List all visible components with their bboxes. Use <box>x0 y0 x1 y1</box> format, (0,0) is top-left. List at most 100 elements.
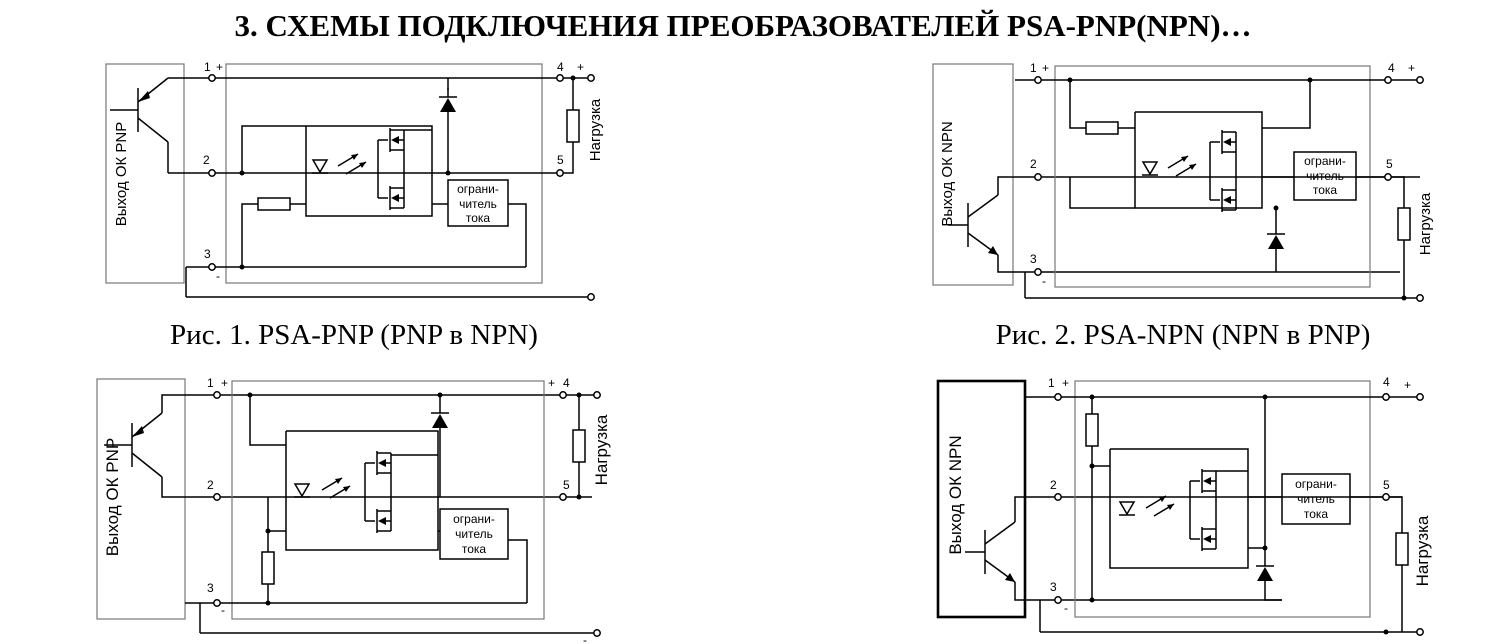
terminal-4 <box>1384 76 1392 84</box>
caption-fig-2: Рис. 2. PSA-NPN (NPN в PNP) <box>996 319 1371 351</box>
svg-text:+: + <box>1408 61 1415 75</box>
svg-text:1: 1 <box>207 376 214 390</box>
load-resistor-icon <box>1397 207 1411 241</box>
svg-text:тока: тока <box>1313 183 1338 197</box>
svg-text:Выход ОК NPN: Выход ОК NPN <box>946 435 965 554</box>
resistor-icon <box>1085 121 1119 135</box>
output-label: Выход ОК PNP <box>113 122 130 226</box>
svg-text:3: 3 <box>207 581 214 595</box>
svg-text:ограни-: ограни- <box>457 182 499 196</box>
load-resistor-icon <box>572 429 586 463</box>
diode-icon <box>1266 224 1286 258</box>
svg-text:4: 4 <box>557 60 564 74</box>
light-arrows-icon <box>1145 495 1175 517</box>
led-icon <box>293 483 311 498</box>
terminal-2 <box>213 493 221 501</box>
terminal-2 <box>208 169 216 177</box>
svg-text:+: + <box>221 376 228 390</box>
svg-text:+: + <box>1062 376 1069 390</box>
mosfet-icon <box>1189 468 1217 552</box>
terminal-out <box>587 293 595 301</box>
svg-text:-: - <box>1042 274 1046 288</box>
light-arrows-icon <box>337 153 367 175</box>
terminal-1 <box>213 391 221 399</box>
svg-text:2: 2 <box>203 153 210 167</box>
terminal-1 <box>208 74 216 82</box>
svg-text:2: 2 <box>1030 157 1037 171</box>
converter-box <box>1074 380 1371 618</box>
terminal-out <box>593 391 601 399</box>
mosfet-icon <box>377 127 405 211</box>
resistor-icon <box>1085 413 1099 447</box>
svg-text:-: - <box>216 269 220 283</box>
terminal-4 <box>556 74 564 82</box>
mosfet-icon <box>1209 129 1237 213</box>
terminal-3 <box>1054 596 1062 604</box>
current-limiter-box <box>1281 473 1351 525</box>
terminal-out <box>1416 393 1424 401</box>
svg-text:+: + <box>577 60 584 74</box>
figure-2: Выход ОК NPN ограни- читель тока Нагрузк… <box>932 61 1434 351</box>
terminal-5 <box>556 169 564 177</box>
svg-text:ограни-: ограни- <box>1304 154 1346 168</box>
svg-text:5: 5 <box>1383 478 1390 492</box>
current-limiter-box <box>447 179 509 227</box>
terminal-4 <box>559 391 567 399</box>
svg-text:+: + <box>548 376 555 390</box>
svg-text:+: + <box>1042 61 1049 75</box>
light-arrows-icon <box>1167 155 1197 177</box>
svg-text:4: 4 <box>1388 61 1395 75</box>
svg-text:3: 3 <box>1050 580 1057 594</box>
svg-text:Нагрузка: Нагрузка <box>1413 515 1432 586</box>
svg-text:ограни-: ограни- <box>453 512 495 526</box>
resistor-icon <box>257 197 291 211</box>
terminal-out <box>1416 628 1424 636</box>
svg-text:+: + <box>1404 378 1411 392</box>
caption-fig-1: Рис. 1. PSA-PNP (PNP в NPN) <box>170 319 538 351</box>
svg-text:тока: тока <box>462 542 487 556</box>
led-icon <box>1141 161 1159 176</box>
terminal-5 <box>559 493 567 501</box>
terminal-5 <box>1384 173 1392 181</box>
svg-text:читель: читель <box>459 197 497 211</box>
current-limiter-box <box>439 508 509 560</box>
output-box-pnp <box>96 378 186 620</box>
svg-text:Нагрузка: Нагрузка <box>592 414 611 485</box>
svg-text:2: 2 <box>1050 478 1057 492</box>
terminal-5 <box>1382 493 1390 501</box>
led-icon <box>311 159 329 174</box>
svg-text:Выход ОК NPN: Выход ОК NPN <box>939 121 956 226</box>
svg-text:4: 4 <box>1383 375 1390 389</box>
terminal-2 <box>1034 173 1042 181</box>
npn-transistor-icon <box>964 521 1016 583</box>
led-icon <box>1118 501 1136 516</box>
converter-box <box>231 380 545 620</box>
terminal-3 <box>213 599 221 607</box>
light-arrows-icon <box>321 477 351 499</box>
svg-text:-: - <box>583 633 587 644</box>
svg-text:5: 5 <box>557 153 564 167</box>
svg-text:тока: тока <box>1304 507 1329 521</box>
svg-text:3: 3 <box>204 247 211 261</box>
load-resistor-icon <box>1395 532 1409 566</box>
svg-text:1: 1 <box>204 60 211 74</box>
mosfet-icon <box>364 450 392 534</box>
output-box-npn <box>932 63 1014 286</box>
terminal-3 <box>1034 268 1042 276</box>
svg-text:-: - <box>221 603 225 617</box>
diode-icon <box>1255 556 1275 590</box>
terminal-4 <box>1382 393 1390 401</box>
svg-text:3: 3 <box>1030 252 1037 266</box>
figure-4: Выход ОК NPN ограни- читель тока Нагрузк… <box>936 375 1432 636</box>
terminal-out <box>593 629 601 637</box>
terminal-out <box>1416 76 1424 84</box>
page-title: 3. СХЕМЫ ПОДКЛЮЧЕНИЯ ПРЕОБРАЗОВАТЕЛЕЙ PS… <box>234 8 1252 43</box>
svg-text:2: 2 <box>207 478 214 492</box>
svg-text:читель: читель <box>1306 169 1344 183</box>
resistor-icon <box>261 551 275 585</box>
svg-text:Выход ОК PNP: Выход ОК PNP <box>103 438 122 556</box>
terminal-1 <box>1054 393 1062 401</box>
svg-text:5: 5 <box>1386 157 1393 171</box>
output-box-npn <box>936 379 1027 619</box>
